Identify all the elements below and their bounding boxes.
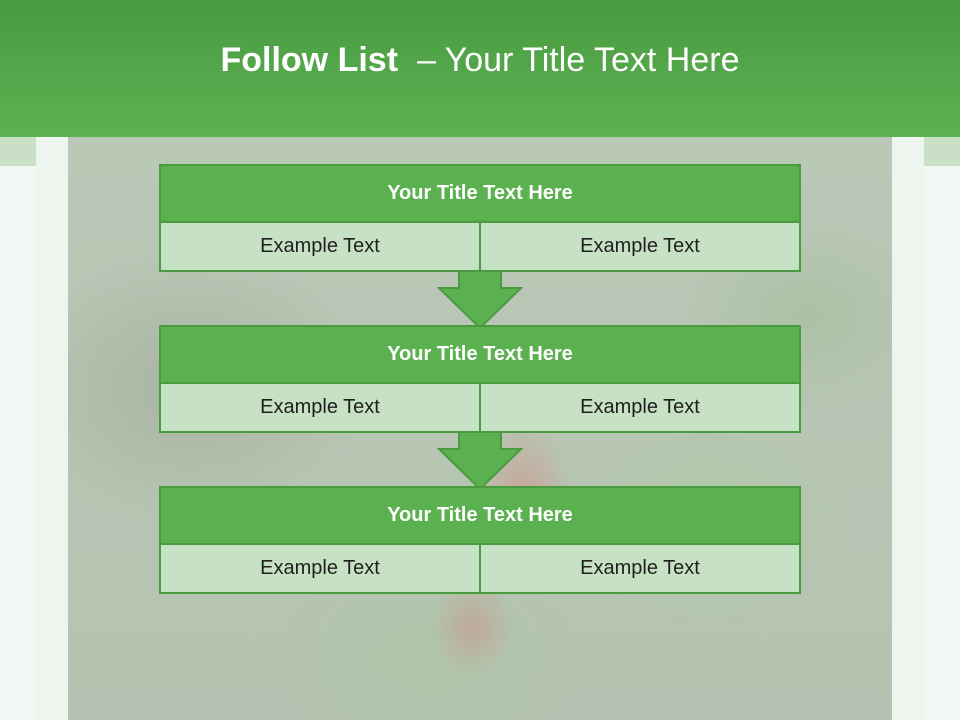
step-3-right-cell: Example Text (479, 545, 799, 592)
left-margin-panel (36, 137, 68, 720)
down-arrow-icon (437, 271, 523, 329)
step-1-right-cell: Example Text (479, 223, 799, 270)
step-1-title: Your Title Text Here (161, 166, 799, 221)
down-arrow-icon (437, 432, 523, 490)
step-box-1: Your Title Text Here Example Text Exampl… (159, 164, 801, 272)
step-box-2: Your Title Text Here Example Text Exampl… (159, 325, 801, 433)
title-bar: Follow List – Your Title Text Here (0, 0, 960, 137)
slide-title-rest: – Your Title Text Here (416, 41, 740, 79)
step-2-right-cell: Example Text (479, 384, 799, 431)
step-2-row: Example Text Example Text (161, 382, 799, 431)
step-3-title: Your Title Text Here (161, 488, 799, 543)
right-margin-panel (892, 137, 924, 720)
step-2-title: Your Title Text Here (161, 327, 799, 382)
step-1-left-cell: Example Text (161, 223, 479, 270)
slide-title: Follow List – Your Title Text Here (220, 41, 739, 80)
step-3-left-cell: Example Text (161, 545, 479, 592)
slide-title-bold: Follow List (220, 41, 399, 79)
step-1-row: Example Text Example Text (161, 221, 799, 270)
step-2-left-cell: Example Text (161, 384, 479, 431)
step-box-3: Your Title Text Here Example Text Exampl… (159, 486, 801, 594)
step-3-row: Example Text Example Text (161, 543, 799, 592)
